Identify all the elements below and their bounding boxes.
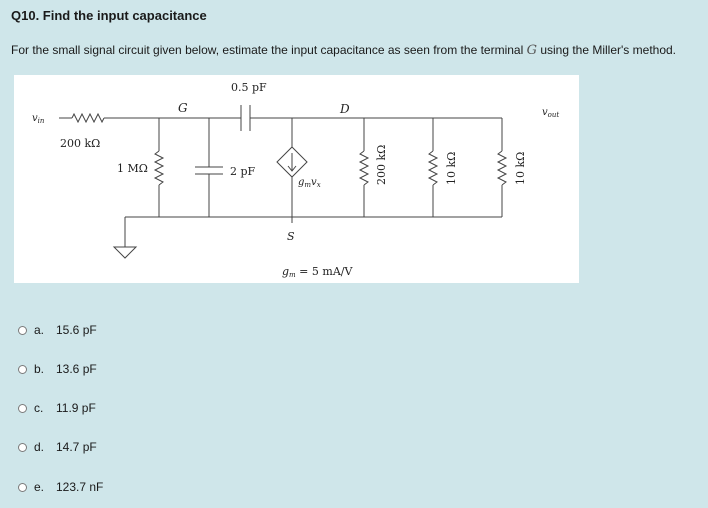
ground-symbol xyxy=(112,246,138,259)
gate-resistor xyxy=(153,150,165,186)
rd2-label: 10 kΩ xyxy=(445,152,458,185)
option-b-letter: b. xyxy=(34,362,45,376)
option-c-letter: c. xyxy=(34,401,44,415)
rd2-resistor xyxy=(427,150,439,186)
question-text-after: using the Miller's method. xyxy=(536,43,677,57)
option-b-value: 13.6 pF xyxy=(56,362,97,376)
cgd-label: 0.5 pF xyxy=(231,81,267,94)
option-c-value: 11.9 pF xyxy=(56,401,96,415)
cgs-label: 2 pF xyxy=(230,165,256,178)
option-a-value: 15.6 pF xyxy=(56,323,97,337)
current-source-arrow xyxy=(287,153,297,172)
radio-c[interactable] xyxy=(18,403,27,413)
option-a-letter: a. xyxy=(34,323,45,337)
gate-resistor-label: 1 MΩ xyxy=(117,162,148,175)
option-d-value: 14.7 pF xyxy=(56,440,97,454)
gm-value-label: gm = 5 mA/V xyxy=(282,265,353,279)
option-c[interactable]: c. 11.9 pF xyxy=(18,397,96,419)
node-g-label: G xyxy=(178,101,188,115)
source-resistor xyxy=(71,112,105,124)
rd3-label: 10 kΩ xyxy=(514,152,527,185)
node-d-label: D xyxy=(339,102,350,116)
option-b[interactable]: b. 13.6 pF xyxy=(18,358,97,380)
question-text: For the small signal circuit given below… xyxy=(11,43,701,58)
vin-label: vin xyxy=(32,113,45,125)
option-a[interactable]: a. 15.6 pF xyxy=(18,319,97,341)
option-e-value: 123.7 nF xyxy=(56,480,104,494)
rd3-resistor xyxy=(496,150,508,186)
circuit-diagram: vin vout G D S 200 kΩ 1 MΩ 2 pF 0.5 pF g… xyxy=(14,75,579,283)
option-e[interactable]: e. 123.7 nF xyxy=(18,476,103,498)
terminal-symbol: G xyxy=(526,43,537,58)
source-resistor-label: 200 kΩ xyxy=(60,137,100,150)
rd1-resistor xyxy=(358,150,370,186)
gm-source-label: gmvx xyxy=(298,177,321,189)
option-e-letter: e. xyxy=(34,480,45,494)
radio-a[interactable] xyxy=(18,325,27,335)
question-title: Q10. Find the input capacitance xyxy=(11,8,207,23)
vout-label: vout xyxy=(542,107,559,119)
radio-b[interactable] xyxy=(18,364,27,374)
rd1-label: 200 kΩ xyxy=(375,145,388,185)
radio-e[interactable] xyxy=(18,482,27,492)
node-s-label: S xyxy=(287,230,295,243)
option-d[interactable]: d. 14.7 pF xyxy=(18,436,97,458)
radio-d[interactable] xyxy=(18,442,27,452)
option-d-letter: d. xyxy=(34,440,45,454)
circuit-svg: vin vout G D S 200 kΩ 1 MΩ 2 pF 0.5 pF g… xyxy=(32,81,559,279)
question-text-before: For the small signal circuit given below… xyxy=(11,43,527,57)
